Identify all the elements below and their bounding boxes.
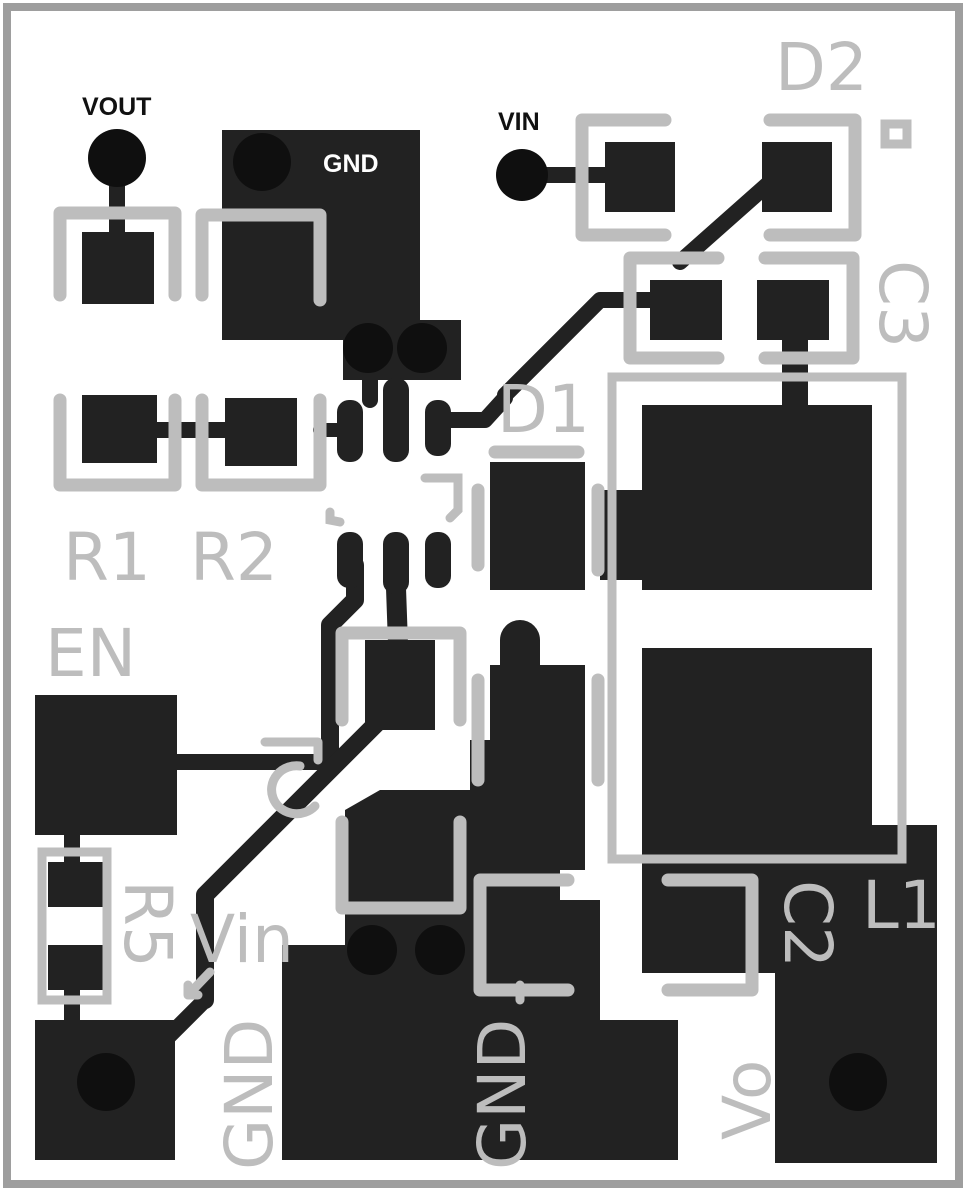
d2-pad-1: [605, 142, 675, 212]
label-c3: C3: [864, 260, 941, 348]
d2-pad-2: [762, 142, 832, 212]
r2-pad: [225, 398, 297, 466]
ic-pad-6: [425, 532, 451, 588]
c1-pad: [365, 640, 435, 730]
ic-pad-3: [425, 400, 451, 456]
net-labels: VOUT GND VIN: [82, 93, 540, 178]
label-gnd-left: GND: [211, 1019, 288, 1170]
r1-pad: [82, 395, 157, 463]
net-label-vout: VOUT: [82, 93, 151, 121]
vias: [77, 129, 887, 1111]
silkscreen-labels: D2 C3 D1 R1 R2 EN R5 Vin C2 L1 GND GND V…: [45, 29, 941, 1170]
ic-pad-1: [337, 400, 363, 462]
d1-connection: [600, 490, 645, 580]
vo-header-hole: [829, 1053, 887, 1111]
gnd-via-top: [233, 133, 291, 191]
c3-pad-1: [650, 280, 722, 340]
silkscreen-outlines: [37, 113, 912, 1005]
thermal-via-1: [343, 323, 393, 373]
vout-pad: [82, 232, 154, 304]
l1-pad-1: [642, 405, 872, 590]
label-l1: L1: [862, 867, 941, 944]
en-pad: [35, 695, 177, 835]
label-gnd-right: GND: [464, 1019, 541, 1170]
label-vin: Vin: [190, 901, 294, 978]
thermal-via-2: [397, 323, 447, 373]
gnd-via-bottom-1: [347, 925, 397, 975]
r5-pad-2: [48, 945, 103, 990]
net-label-vin: VIN: [498, 108, 540, 136]
label-r5: R5: [109, 880, 186, 968]
ic-pad-2: [383, 378, 409, 462]
label-d2: D2: [775, 29, 868, 106]
ic-pad-4: [337, 532, 363, 588]
label-en: EN: [45, 615, 136, 692]
d1-pad-1: [490, 462, 585, 590]
label-vo: Vo: [709, 1060, 786, 1140]
vout-via: [88, 129, 146, 187]
label-c2: C2: [769, 880, 846, 968]
ic-pad-5: [383, 532, 409, 594]
vin-via: [496, 149, 548, 201]
vin-header-hole: [77, 1053, 135, 1111]
net-label-gnd: GND: [323, 150, 379, 178]
gnd-via-bottom-2: [415, 925, 465, 975]
c3-pad-2: [757, 280, 829, 340]
label-r2: R2: [190, 519, 278, 596]
label-r1: R1: [63, 519, 151, 596]
r5-pad-1: [48, 862, 103, 907]
label-d1: D1: [497, 371, 590, 448]
